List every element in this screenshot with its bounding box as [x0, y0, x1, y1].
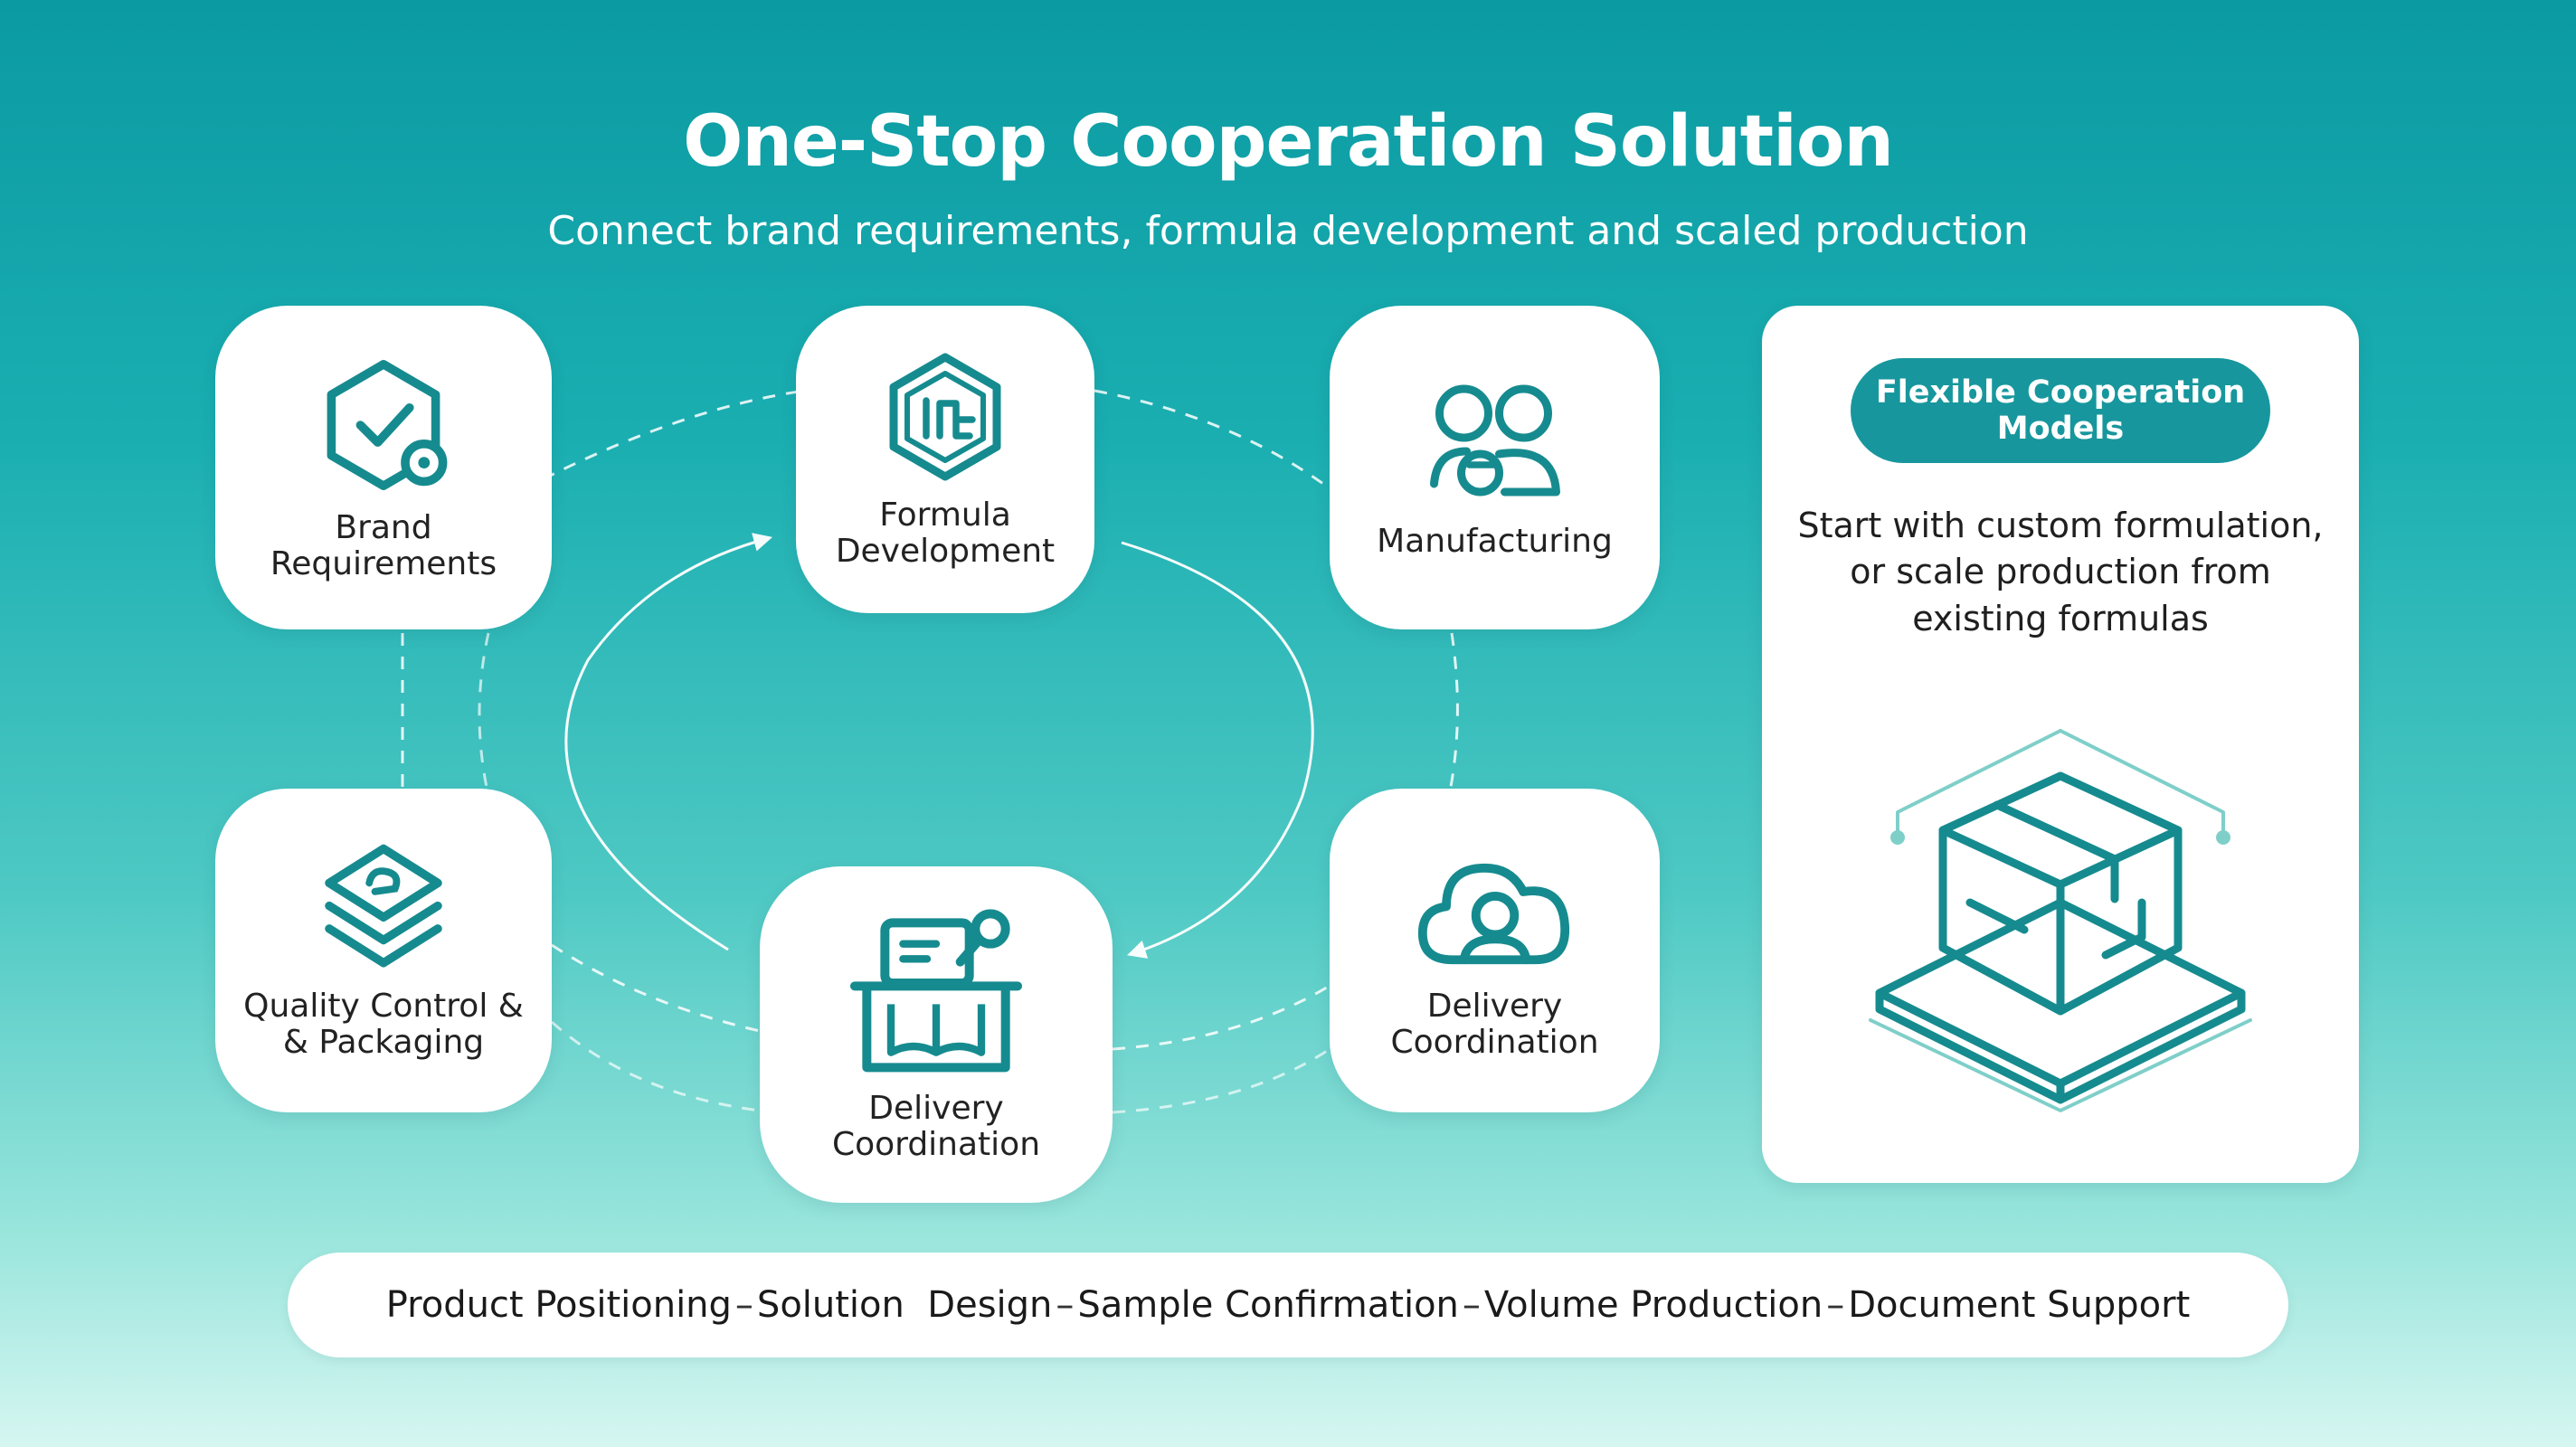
page-subtitle: Connect brand requirements, formula deve…	[547, 208, 2029, 254]
process-step-volume-production: Volume Production	[1483, 1284, 1823, 1326]
hexagon-formula-icon	[889, 353, 1001, 481]
cooperation-models-panel: Flexible Cooperation Models Start with c…	[1762, 306, 2359, 1183]
process-step-solution-design: Solution Design	[756, 1284, 1053, 1326]
cloud-user-icon	[1417, 863, 1569, 964]
node-delivery-coordination-right-label: Delivery Coordination	[1390, 987, 1599, 1061]
node-quality-control-label: Quality Control & & Packaging	[243, 987, 524, 1061]
process-step-document-support: Document Support	[1848, 1284, 2191, 1326]
cooperation-models-badge: Flexible Cooperation Models	[1851, 358, 2270, 463]
node-quality-control: Quality Control & & Packaging	[215, 789, 552, 1112]
node-manufacturing: Manufacturing	[1330, 306, 1660, 629]
step-separator: –	[734, 1284, 753, 1326]
cooperation-models-description: Start with custom formulation, or scale …	[1797, 506, 2324, 638]
process-steps-bar: Product Positioning – Solution Design – …	[288, 1253, 2288, 1357]
step-separator: –	[1056, 1284, 1075, 1326]
process-step-product-positioning: Product Positioning	[385, 1284, 732, 1326]
package-box-icon	[1869, 729, 2252, 1112]
team-icon	[1429, 384, 1560, 497]
hexagon-check-icon	[327, 359, 448, 490]
page-title: One-Stop Cooperation Solution	[683, 101, 1894, 183]
node-formula-development: Formula Development	[796, 306, 1094, 613]
step-separator: –	[1462, 1284, 1481, 1326]
process-step-sample-confirmation: Sample Confirmation	[1077, 1284, 1459, 1326]
node-formula-development-label: Formula Development	[835, 496, 1056, 570]
node-delivery-coordination-center-label: Delivery Coordination	[831, 1089, 1041, 1163]
node-brand-requirements: Brand Requirements	[215, 306, 552, 629]
node-manufacturing-label: Manufacturing	[1377, 522, 1613, 560]
node-delivery-coordination-center: Delivery Coordination	[760, 866, 1113, 1203]
node-delivery-coordination-right: Delivery Coordination	[1330, 789, 1660, 1112]
layers-icon	[325, 844, 442, 968]
desk-search-icon	[850, 909, 1022, 1073]
node-brand-requirements-label: Brand Requirements	[270, 508, 497, 582]
step-separator: –	[1826, 1284, 1845, 1326]
